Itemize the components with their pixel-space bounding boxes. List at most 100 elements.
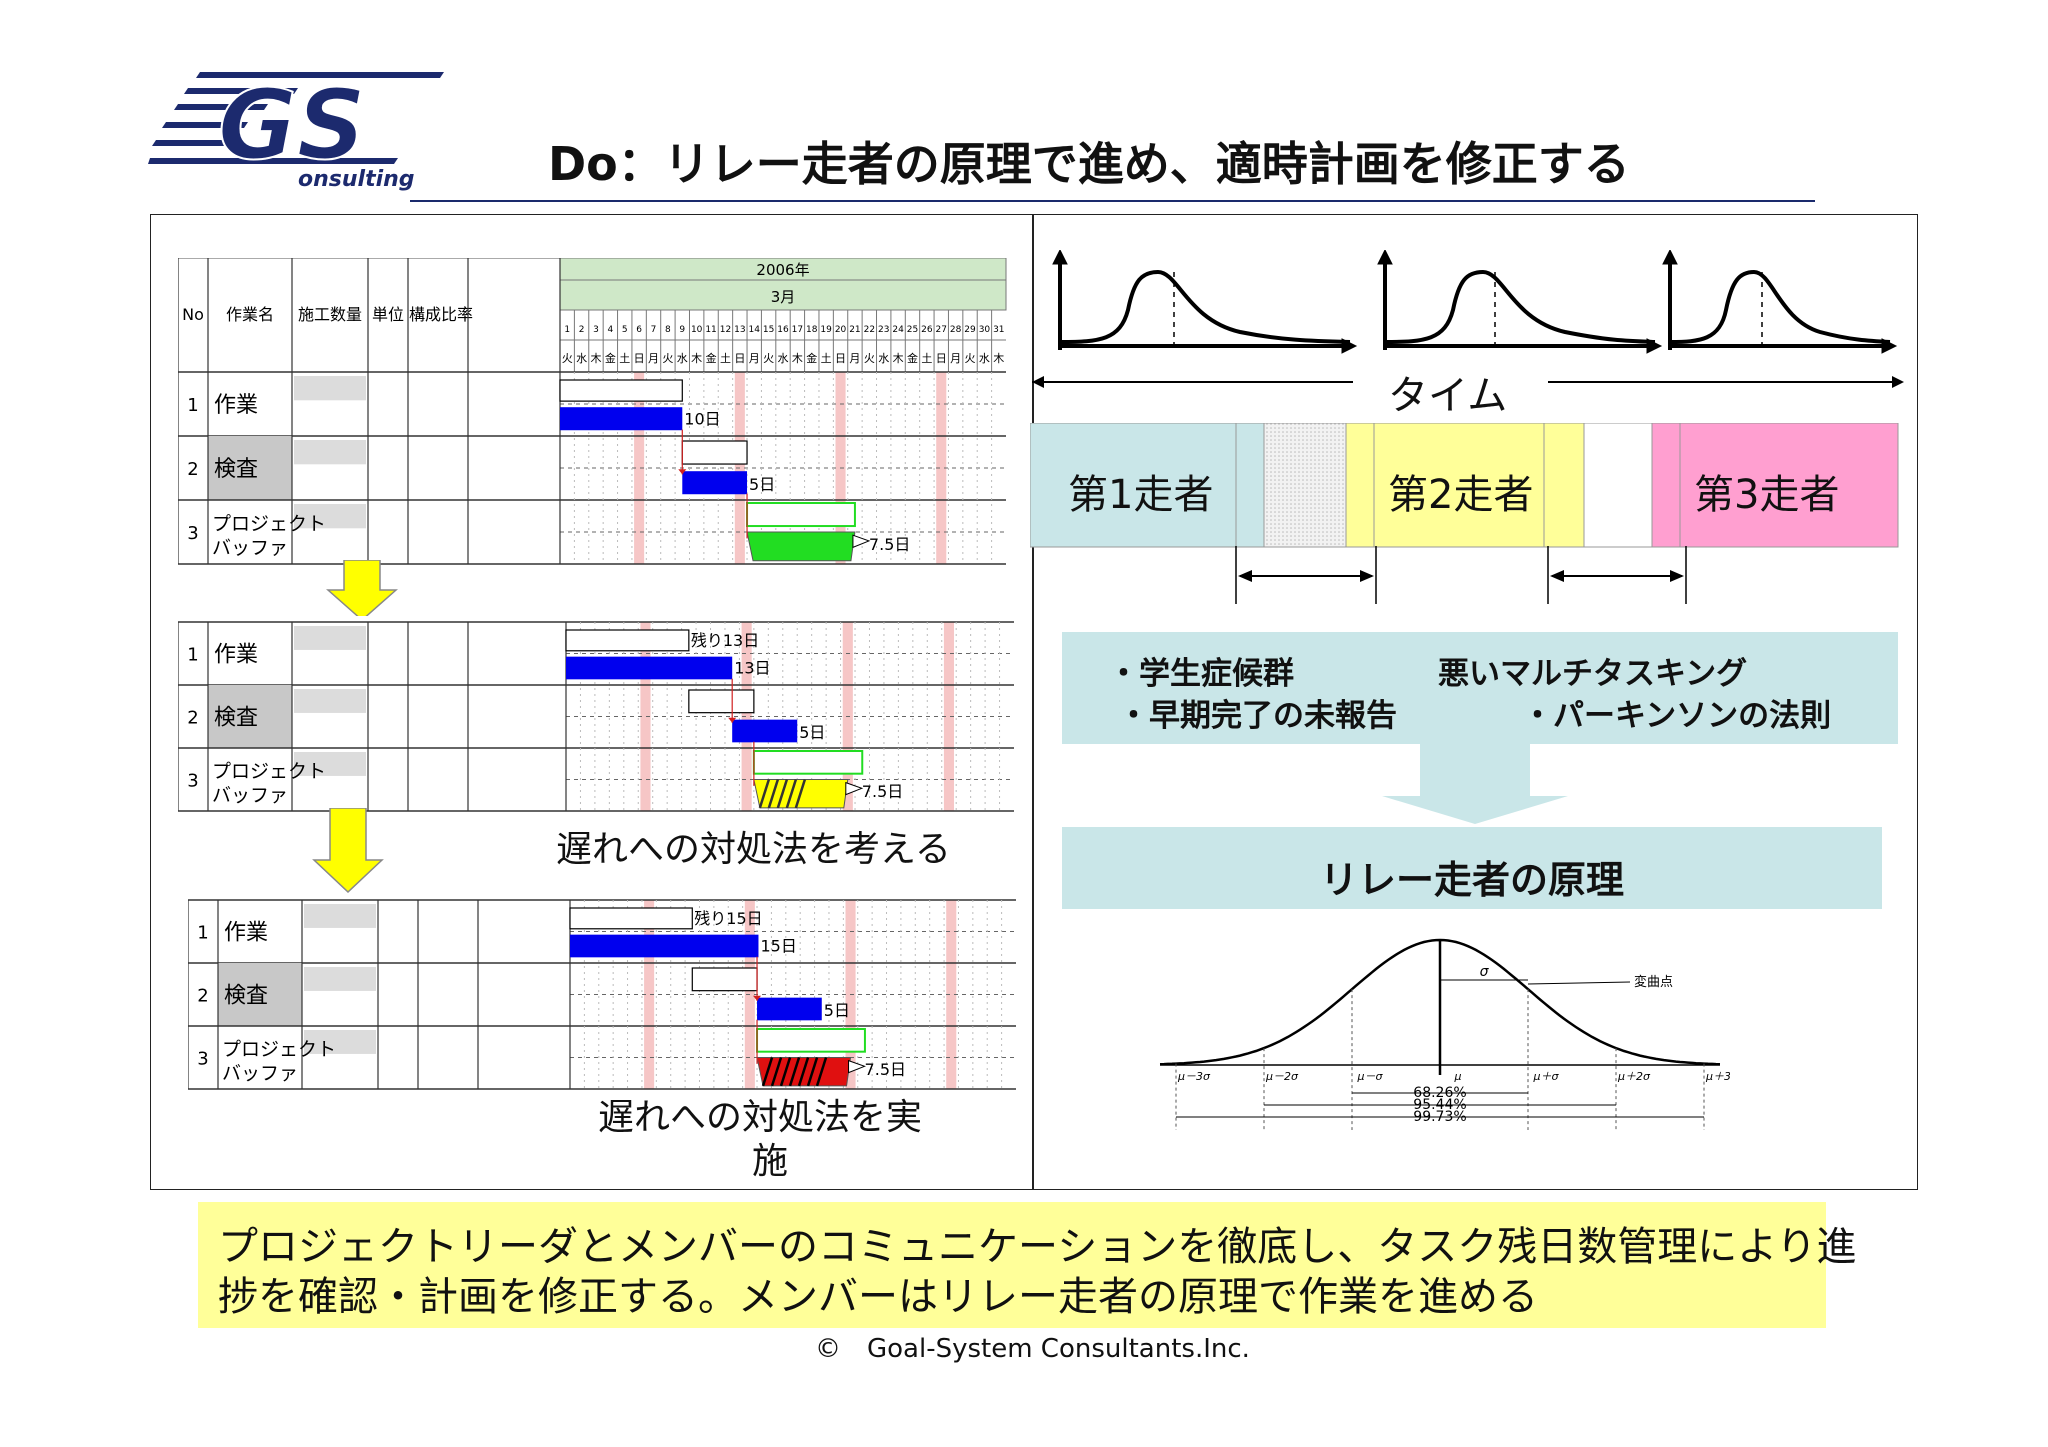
buffer-consumed-hatch — [815, 1057, 828, 1087]
quantity-cell-shade — [294, 752, 366, 776]
task-duration-curves — [1052, 250, 1898, 354]
quantity-cell-shade — [304, 904, 376, 928]
weekday: 日 — [634, 352, 645, 365]
header-bg — [559, 258, 1007, 311]
day-number: 23 — [878, 325, 889, 335]
gantt-chart-plan: 2006年3月1火2水3木4金5土6日7月8火9水10木11金12土13日14月… — [178, 258, 1007, 565]
quantity-cell-shade — [294, 440, 366, 465]
row-no: 1 — [187, 645, 198, 666]
remaining-days-label: 残り13日 — [691, 631, 759, 650]
buffer-consumed-hatch — [758, 779, 771, 809]
weekday: 土 — [921, 352, 932, 365]
weekday: 木 — [893, 352, 904, 365]
quantity-cell-shade — [304, 1030, 376, 1054]
buffer-duration-label: 7.5日 — [869, 535, 910, 554]
row-no: 2 — [187, 459, 198, 480]
caption-consider: 遅れへの対処法を考える — [556, 829, 951, 870]
time-label: タイム — [1388, 373, 1508, 419]
day-number: 9 — [679, 325, 685, 335]
buffer-consumed-hatch — [770, 1057, 783, 1087]
day-number: 1 — [564, 325, 570, 335]
cause-early-finish-unreported: ・早期完了の未報告 — [1118, 698, 1397, 734]
weekday: 日 — [835, 352, 846, 365]
weekday: 火 — [763, 352, 774, 365]
summary-line-2: 捗を確認・計画を修正する。メンバーはリレー走者の原理で作業を進める — [218, 1274, 1538, 1320]
buffer-consumed-hatch — [785, 779, 798, 809]
day-number: 27 — [936, 325, 947, 335]
weekday: 水 — [576, 352, 587, 365]
row-task-name: 検査 — [214, 706, 258, 731]
actual-bar-work — [566, 656, 733, 680]
down-arrow-icon — [1382, 744, 1568, 824]
title-rule — [410, 200, 1815, 202]
remaining-days-label: 残り15日 — [694, 909, 762, 928]
row-no: 3 — [197, 1049, 208, 1070]
buffer-consumed-hatch — [788, 1057, 801, 1087]
down-arrow-icon — [312, 808, 384, 894]
relay-bar — [1030, 423, 1899, 548]
sigma-tick-label: μ＋2σ — [1617, 1070, 1651, 1083]
weekday: 火 — [562, 352, 573, 365]
day-number: 21 — [849, 325, 860, 335]
buffer-consumed-hatch — [779, 1057, 792, 1087]
pct-95: 95.44% — [1413, 1097, 1466, 1113]
quantity-cell-shade — [304, 967, 376, 991]
day-number: 16 — [777, 325, 789, 335]
weekday: 木 — [590, 352, 601, 365]
runner-3-label: 第3走者 — [1694, 472, 1840, 518]
buffer-consumed-hatch — [794, 779, 807, 809]
header-no: No — [182, 305, 204, 324]
header-quantity: 施工数量 — [298, 305, 362, 324]
day-number: 12 — [720, 325, 731, 335]
row-task-name: 検査 — [214, 457, 258, 482]
weekday: 土 — [821, 352, 832, 365]
weekday: 月 — [950, 352, 961, 365]
weekday: 水 — [677, 352, 688, 365]
flag-icon — [845, 781, 864, 796]
holiday-column — [640, 622, 651, 811]
actual-bar-inspect — [757, 997, 822, 1021]
plan-bar-inspect — [688, 689, 755, 714]
plan-bar-inspect — [681, 440, 748, 465]
day-number: 13 — [734, 325, 745, 335]
day-number: 6 — [636, 325, 642, 335]
day-number: 4 — [607, 325, 613, 335]
header-task-name: 作業名 — [226, 305, 274, 324]
sigma-tick-label: μ — [1454, 1070, 1462, 1083]
time-axis — [1032, 376, 1904, 388]
inflection-label: 変曲点 — [1634, 974, 1673, 990]
row-task-name: 作業 — [214, 643, 258, 668]
actual-bar-work — [570, 934, 759, 958]
weekday: 月 — [648, 352, 659, 365]
principle-label: リレー走者の原理 — [1319, 858, 1624, 902]
dependency-arrow — [678, 469, 687, 475]
weekday: 水 — [979, 352, 990, 365]
day-number: 30 — [979, 325, 991, 335]
day-number: 26 — [921, 325, 933, 335]
sigma-tick-label: μ－2σ — [1265, 1070, 1299, 1083]
header-unit: 単位 — [372, 305, 404, 324]
copyright: © Goal-System Consultants.Inc. — [815, 1334, 1250, 1364]
name-cell-shade — [208, 685, 292, 748]
day-number: 11 — [705, 325, 716, 335]
logo-text: GS — [218, 69, 366, 181]
dependency-arrow — [753, 995, 762, 1001]
weekday: 水 — [878, 352, 889, 365]
page-title: Do：リレー走者の原理で進め、適時計画を修正する — [548, 137, 1630, 191]
gs-consulting-logo: GS onsulting — [148, 68, 444, 192]
inspect-duration-label: 5日 — [824, 1001, 850, 1020]
day-number: 5 — [622, 325, 628, 335]
weekday: 火 — [662, 352, 673, 365]
weekday: 日 — [734, 352, 745, 365]
cause-bad-multitasking: 悪いマルチタスキング — [1438, 656, 1748, 692]
inspect-duration-label: 5日 — [799, 723, 825, 742]
quantity-cell-shade — [294, 626, 366, 650]
row-task-name: 作業 — [224, 921, 268, 946]
row-task-name: バッファ — [212, 785, 288, 807]
weekday: 火 — [965, 352, 976, 365]
day-number: 31 — [993, 325, 1004, 335]
flag-icon — [852, 534, 871, 549]
row-no: 3 — [187, 771, 198, 792]
day-number: 22 — [864, 325, 875, 335]
